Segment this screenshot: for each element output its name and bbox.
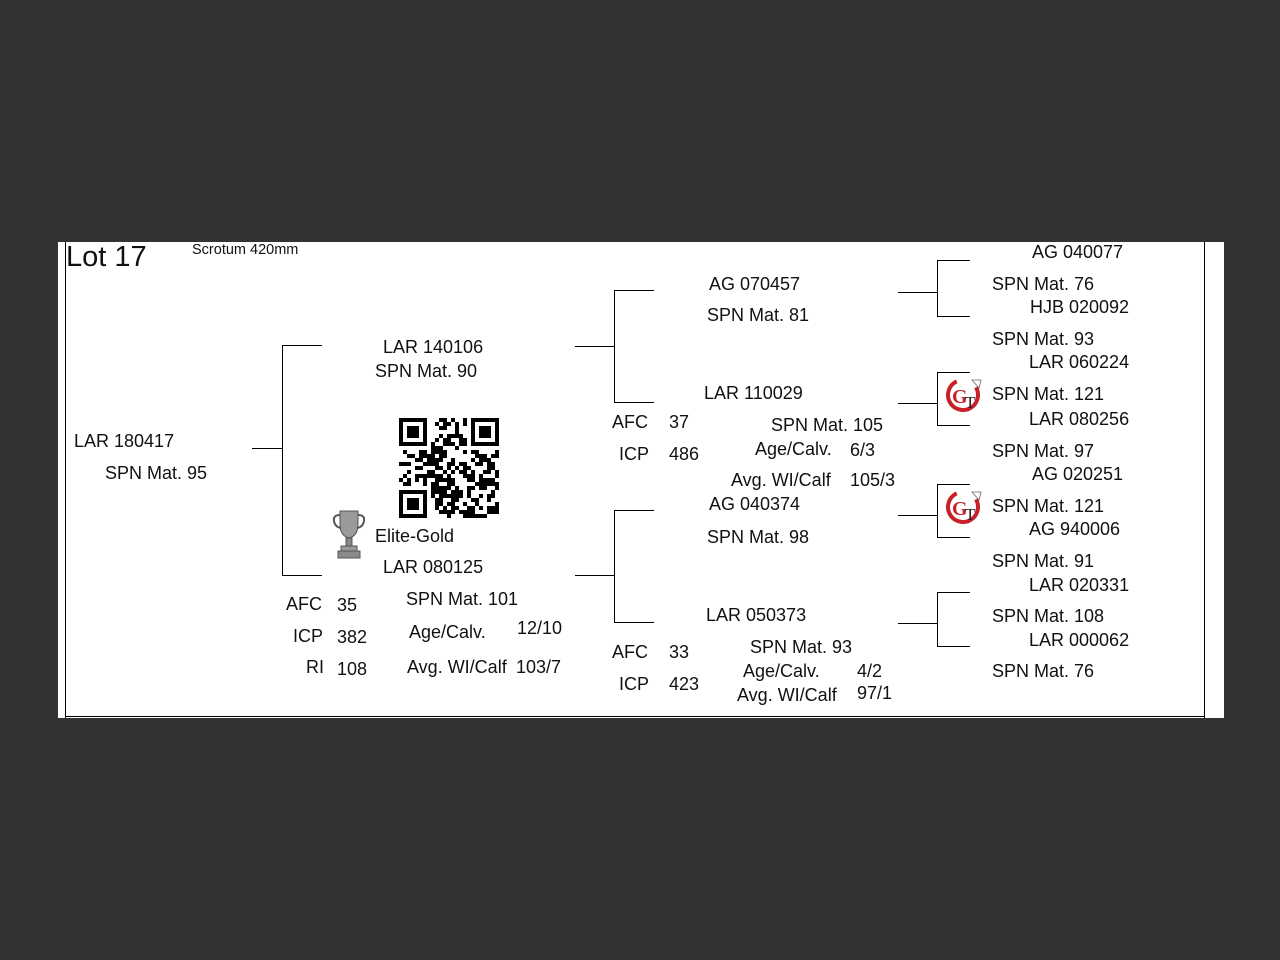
- ds-parents-bracket: [937, 484, 938, 538]
- sire-connector: [282, 345, 322, 346]
- g3-4-id: LAR 080256: [1029, 409, 1130, 429]
- right-border: [1204, 242, 1205, 718]
- dam-age-value: 12/10: [517, 618, 563, 638]
- g3-8-id: LAR 000062: [1029, 630, 1130, 650]
- g3-5-spn: SPN Mat. 121: [992, 496, 1105, 516]
- sd-connector: [614, 402, 654, 403]
- dam-id: LAR 080125: [383, 557, 484, 577]
- g3-3-spn: SPN Mat. 121: [992, 384, 1105, 404]
- dd-parents-bracket: [937, 592, 938, 647]
- dd-icp-value: 423: [669, 674, 700, 694]
- g3-3-connector: [937, 372, 970, 373]
- parents-bracket: [282, 345, 283, 576]
- dam-afc-label: AFC: [286, 594, 322, 614]
- g3-2-spn: SPN Mat. 93: [992, 329, 1095, 349]
- dd-age-value: 4/2: [857, 661, 883, 681]
- trophy-icon: [332, 510, 366, 559]
- sire-spn: SPN Mat. 90: [375, 361, 478, 381]
- dam-wi-value: 103/7: [516, 657, 562, 677]
- dd-icp-label: ICP: [619, 674, 650, 694]
- g3-4-connector: [937, 425, 970, 426]
- lot-title: Lot 17: [66, 242, 147, 273]
- bottom-border: [65, 716, 1205, 717]
- sd-age-value: 6/3: [850, 440, 876, 460]
- g3-8-connector: [937, 646, 970, 647]
- dd-age-label: Age/Calv.: [743, 661, 820, 681]
- svg-text:G: G: [952, 498, 968, 520]
- g3-6-connector: [937, 537, 970, 538]
- svg-text:T: T: [965, 393, 976, 412]
- dd-out-connector: [898, 623, 938, 624]
- dam-spn: SPN Mat. 101: [406, 589, 519, 609]
- sire-grandparents-bracket: [614, 290, 615, 403]
- g3-3-id: LAR 060224: [1029, 352, 1130, 372]
- g3-1-spn: SPN Mat. 76: [992, 274, 1095, 294]
- g3-6-id: AG 940006: [1029, 519, 1121, 539]
- dam-icp-value: 382: [337, 627, 368, 647]
- ss-connector: [614, 290, 654, 291]
- dam-award: Elite-Gold: [375, 526, 455, 546]
- dd-id: LAR 050373: [706, 605, 807, 625]
- qr-code-icon: [399, 418, 499, 518]
- g3-1-id: AG 040077: [1032, 242, 1124, 262]
- g3-7-connector: [937, 592, 970, 593]
- ss-parents-bracket: [937, 260, 938, 317]
- gt-logo-icon: G T: [946, 378, 982, 412]
- dam-out-connector: [575, 575, 614, 576]
- dd-connector: [614, 622, 654, 623]
- ds-out-connector: [898, 515, 938, 516]
- dd-afc-label: AFC: [612, 642, 648, 662]
- sd-wi-value: 105/3: [850, 470, 896, 490]
- scrotum-measure: Scrotum 420mm: [192, 242, 299, 258]
- dam-ri-value: 108: [337, 659, 368, 679]
- dam-wi-label: Avg. WI/Calf: [407, 657, 507, 677]
- sd-afc-value: 37: [669, 412, 690, 432]
- dam-icp-label: ICP: [293, 626, 324, 646]
- g3-2-connector: [937, 316, 970, 317]
- g3-7-spn: SPN Mat. 108: [992, 606, 1105, 626]
- sd-spn: SPN Mat. 105: [771, 415, 884, 435]
- ds-spn: SPN Mat. 98: [707, 527, 810, 547]
- sd-icp-value: 486: [669, 444, 700, 464]
- gt-logo-icon: G T: [946, 490, 982, 524]
- g3-5-id: AG 020251: [1032, 464, 1124, 484]
- subject-id: LAR 180417: [74, 431, 175, 451]
- sd-id: LAR 110029: [704, 383, 803, 403]
- sd-afc-label: AFC: [612, 412, 648, 432]
- subject-connector: [252, 448, 283, 449]
- g3-6-spn: SPN Mat. 91: [992, 551, 1095, 571]
- dam-ri-label: RI: [306, 657, 324, 677]
- dd-wi-label: Avg. WI/Calf: [737, 685, 837, 705]
- g3-1-connector: [937, 260, 970, 261]
- dd-spn: SPN Mat. 93: [750, 637, 853, 657]
- g3-8-spn: SPN Mat. 76: [992, 661, 1095, 681]
- g3-2-id: HJB 020092: [1030, 297, 1130, 317]
- ss-out-connector: [898, 292, 938, 293]
- sd-parents-bracket: [937, 372, 938, 426]
- sd-wi-label: Avg. WI/Calf: [731, 470, 831, 490]
- g3-7-id: LAR 020331: [1029, 575, 1130, 595]
- ds-connector: [614, 510, 654, 511]
- dd-wi-value: 97/1: [857, 683, 893, 703]
- pedigree-sheet: Lot 17 Scrotum 420mm LAR 180417 SPN Mat.…: [58, 242, 1224, 718]
- svg-text:T: T: [965, 505, 976, 524]
- svg-text:G: G: [952, 386, 968, 408]
- g3-5-connector: [937, 484, 970, 485]
- dam-grandparents-bracket: [614, 510, 615, 623]
- ss-id: AG 070457: [709, 274, 801, 294]
- subject-spn: SPN Mat. 95: [105, 463, 208, 483]
- dam-age-label: Age/Calv.: [409, 622, 486, 642]
- ss-spn: SPN Mat. 81: [707, 305, 810, 325]
- sire-out-connector: [575, 346, 614, 347]
- ds-id: AG 040374: [709, 494, 801, 514]
- left-border: [65, 242, 66, 718]
- dd-afc-value: 33: [669, 642, 690, 662]
- sd-out-connector: [898, 403, 938, 404]
- g3-4-spn: SPN Mat. 97: [992, 441, 1095, 461]
- dam-afc-value: 35: [337, 595, 358, 615]
- sd-icp-label: ICP: [619, 444, 650, 464]
- sire-id: LAR 140106: [383, 337, 484, 357]
- dam-connector: [282, 575, 322, 576]
- sd-age-label: Age/Calv.: [755, 439, 832, 459]
